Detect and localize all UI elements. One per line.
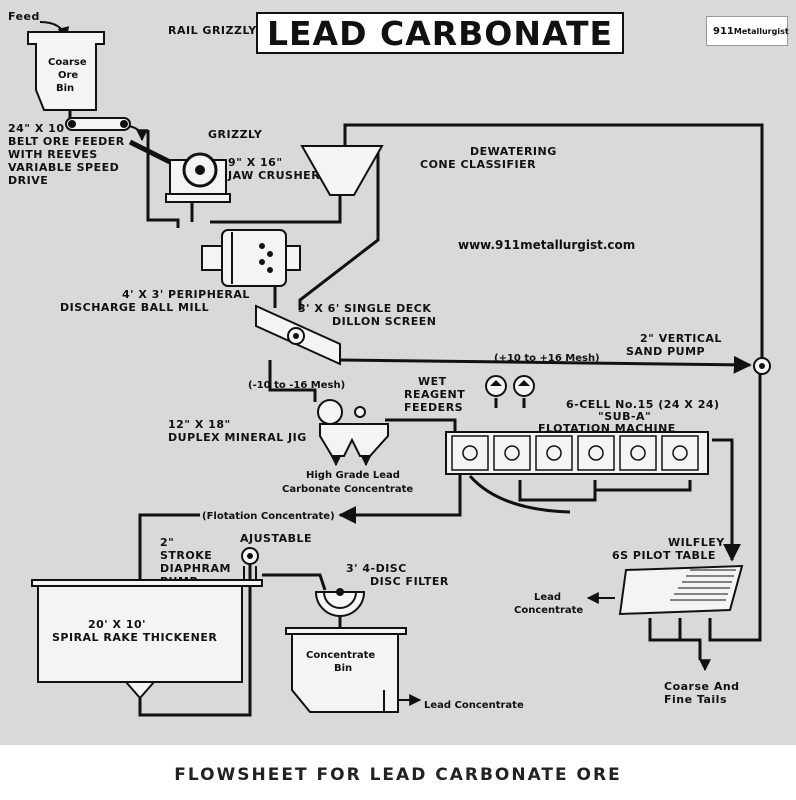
tails-label-1: Coarse And	[664, 680, 740, 693]
feeder-label-3: WITH REEVES	[8, 148, 98, 161]
plus-mesh-label: (+10 to +16 Mesh)	[494, 353, 600, 364]
filter-label-2: DISC FILTER	[370, 575, 449, 588]
jaw-crusher	[165, 152, 231, 203]
feed-label: Feed	[8, 10, 40, 23]
title-banner: LEAD CARBONATE	[256, 12, 624, 54]
reagent-label-1: WET	[418, 375, 447, 388]
feeder-label-1: 24" X 10'	[8, 122, 68, 135]
reagent-label-2: REAGENT	[404, 388, 465, 401]
pump2-label-1: 2"	[160, 536, 174, 549]
bin-label-3: Bin	[56, 83, 74, 94]
thickener-label-1: 20' X 10'	[88, 618, 146, 631]
table-lead-label-1: Lead	[534, 592, 561, 603]
concentrate-bin	[285, 627, 407, 713]
mineral-jig	[317, 399, 389, 457]
sand-pump	[753, 357, 771, 375]
crusher-label-1: 9" X 16"	[228, 156, 283, 169]
flotation-label-3: FLOTATION MACHINE	[538, 422, 676, 435]
belt-feeder	[65, 117, 131, 131]
diaphragm-pump	[241, 547, 259, 582]
classifier-label-1: DEWATERING	[470, 145, 557, 158]
coarse-ore-bin: Coarse Ore Bin	[27, 31, 105, 111]
feeder-label-5: DRIVE	[8, 174, 48, 187]
bin-lead-conc-label: Lead Concentrate	[424, 700, 524, 711]
reagent-label-3: FEEDERS	[404, 401, 463, 414]
cone-classifier	[300, 145, 384, 196]
website-url[interactable]: www.911metallurgist.com	[458, 238, 636, 252]
adjustable-label: AJUSTABLE	[240, 532, 312, 545]
flowsheet-diagram: Coarse Ore Bin Feed RAIL GRIZZLY 24" X 1…	[8, 10, 771, 717]
screen-label-2: DILLON SCREEN	[332, 315, 436, 328]
flotation-label-1: 6-CELL No.15 (24 X 24)	[566, 398, 720, 411]
filter-label-1: 3' 4-DISC	[346, 562, 407, 575]
jig-conc-label-2: Carbonate Concentrate	[282, 484, 413, 495]
mill-label-2: DISCHARGE BALL MILL	[60, 301, 209, 314]
logo-name: Metallurgist	[733, 26, 789, 36]
flotation-label-2: "SUB-A"	[598, 410, 651, 423]
thickener-label-2: SPIRAL RAKE THICKENER	[52, 631, 217, 644]
jig-label-2: DUPLEX MINERAL JIG	[168, 431, 307, 444]
jig-conc-label-1: High Grade Lead	[306, 470, 400, 481]
rail-grizzly-label: RAIL GRIZZLY	[168, 24, 257, 37]
minus-mesh-label: (-10 to -16 Mesh)	[248, 380, 345, 391]
wilfley-label-1: WILFLEY	[668, 536, 725, 549]
dillon-screen	[255, 304, 341, 366]
conc-bin-label-2: Bin	[334, 663, 352, 674]
classifier-label-2: CONE CLASSIFIER	[420, 158, 536, 171]
wilfley-table	[618, 564, 744, 616]
logo-number: 911	[713, 25, 734, 37]
feeder-label-2: BELT ORE FEEDER	[8, 135, 125, 148]
spiral-rake-thickener	[31, 579, 263, 700]
disc-filter	[314, 588, 366, 617]
crusher-label-2: JAW CRUSHER	[227, 169, 320, 182]
page-title: LEAD CARBONATE	[266, 13, 613, 53]
brand-logo: 911 Metallurgist	[706, 16, 789, 46]
wilfley-label-2: 6S PILOT TABLE	[612, 549, 716, 562]
pump2-label-3: DIAPHRAM	[160, 562, 231, 575]
reagent-feeders	[485, 375, 535, 397]
pump2-label-2: STROKE	[160, 549, 212, 562]
conc-bin-label-1: Concentrate	[306, 650, 375, 661]
tails-label-2: Fine Tails	[664, 693, 727, 706]
screen-label-1: 3' X 6' SINGLE DECK	[298, 302, 431, 315]
feeder-label-4: VARIABLE SPEED	[8, 161, 119, 174]
mill-label-1: 4' X 3' PERIPHERAL	[122, 288, 250, 301]
bin-label-1: Coarse	[48, 57, 87, 68]
ball-mill	[201, 229, 301, 287]
figure-caption: FLOWSHEET FOR LEAD CARBONATE ORE	[174, 765, 622, 785]
flotation-conc-label: (Flotation Concentrate)	[202, 511, 335, 522]
table-lead-label-2: Concentrate	[514, 605, 583, 616]
pump-label-2: SAND PUMP	[626, 345, 705, 358]
flotation-machine	[445, 431, 709, 475]
bin-label-2: Ore	[58, 70, 78, 81]
pump-label-1: 2" VERTICAL	[640, 332, 722, 345]
jig-label-1: 12" X 18"	[168, 418, 231, 431]
grizzly-label: GRIZZLY	[208, 128, 263, 141]
process-lines	[39, 21, 764, 717]
